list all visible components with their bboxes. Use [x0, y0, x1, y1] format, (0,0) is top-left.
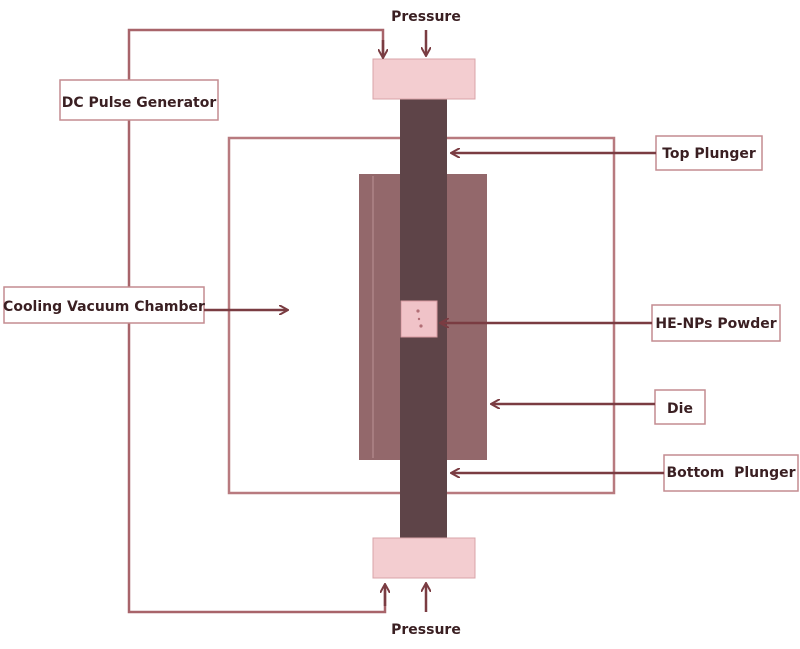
- cooling-vacuum-chamber-box: [3, 286, 205, 324]
- die-label: Die: [667, 401, 693, 417]
- dc-pulse-generator-label: DC Pulse Generator: [62, 95, 217, 111]
- he-nps-powder-box: [651, 304, 781, 342]
- pressure-bottom-label: Pressure: [391, 622, 461, 638]
- bottom-plunger-box: [663, 454, 799, 492]
- dc-pulse-generator-box: [59, 79, 219, 121]
- bottom-plunger-label: Bottom Plunger: [666, 465, 795, 481]
- cooling-vacuum-chamber-label: Cooling Vacuum Chamber: [3, 299, 205, 315]
- he-nps-powder-label: HE-NPs Powder: [655, 316, 776, 332]
- powder-dot: [416, 309, 420, 313]
- bottom-electrode: [372, 537, 476, 579]
- pressure-top-label: Pressure: [391, 9, 461, 25]
- powder-dot: [417, 317, 421, 321]
- top-electrode: [372, 58, 476, 100]
- top-plunger-label: Top Plunger: [662, 146, 756, 162]
- powder-dot: [419, 324, 423, 328]
- die-box: [654, 389, 706, 425]
